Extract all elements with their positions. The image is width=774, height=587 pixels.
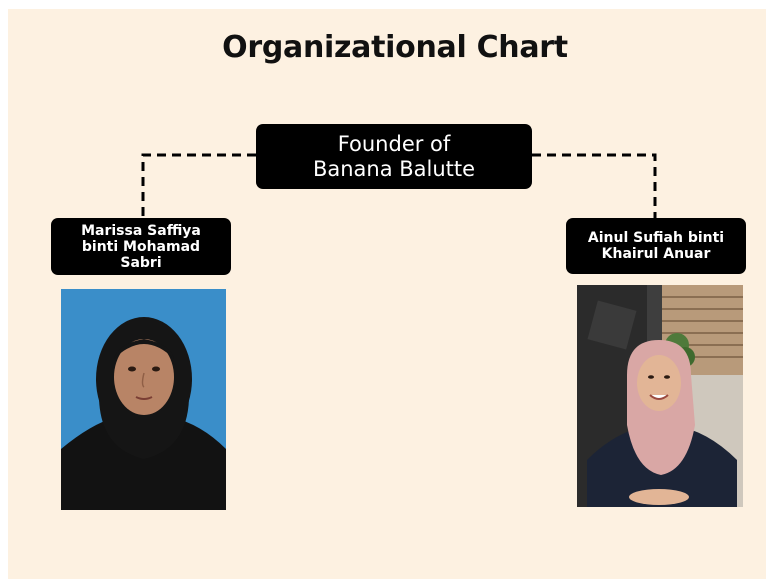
connector-right [532,153,657,218]
member-box-left: Marissa Saffiya binti Mohamad Sabri [51,218,231,275]
founder-box: Founder of Banana Balutte [256,124,532,189]
chart-title: Organizational Chart [222,30,568,65]
connector-left [141,153,256,218]
founder-label: Founder of Banana Balutte [312,131,476,181]
member-name-left: Marissa Saffiya binti Mohamad Sabri [81,222,201,271]
member-name-right: Ainul Sufiah binti Khairul Anuar [587,230,725,262]
member-photo-right [577,285,743,507]
member-box-right: Ainul Sufiah binti Khairul Anuar [566,218,746,274]
member-photo-left [61,289,226,510]
